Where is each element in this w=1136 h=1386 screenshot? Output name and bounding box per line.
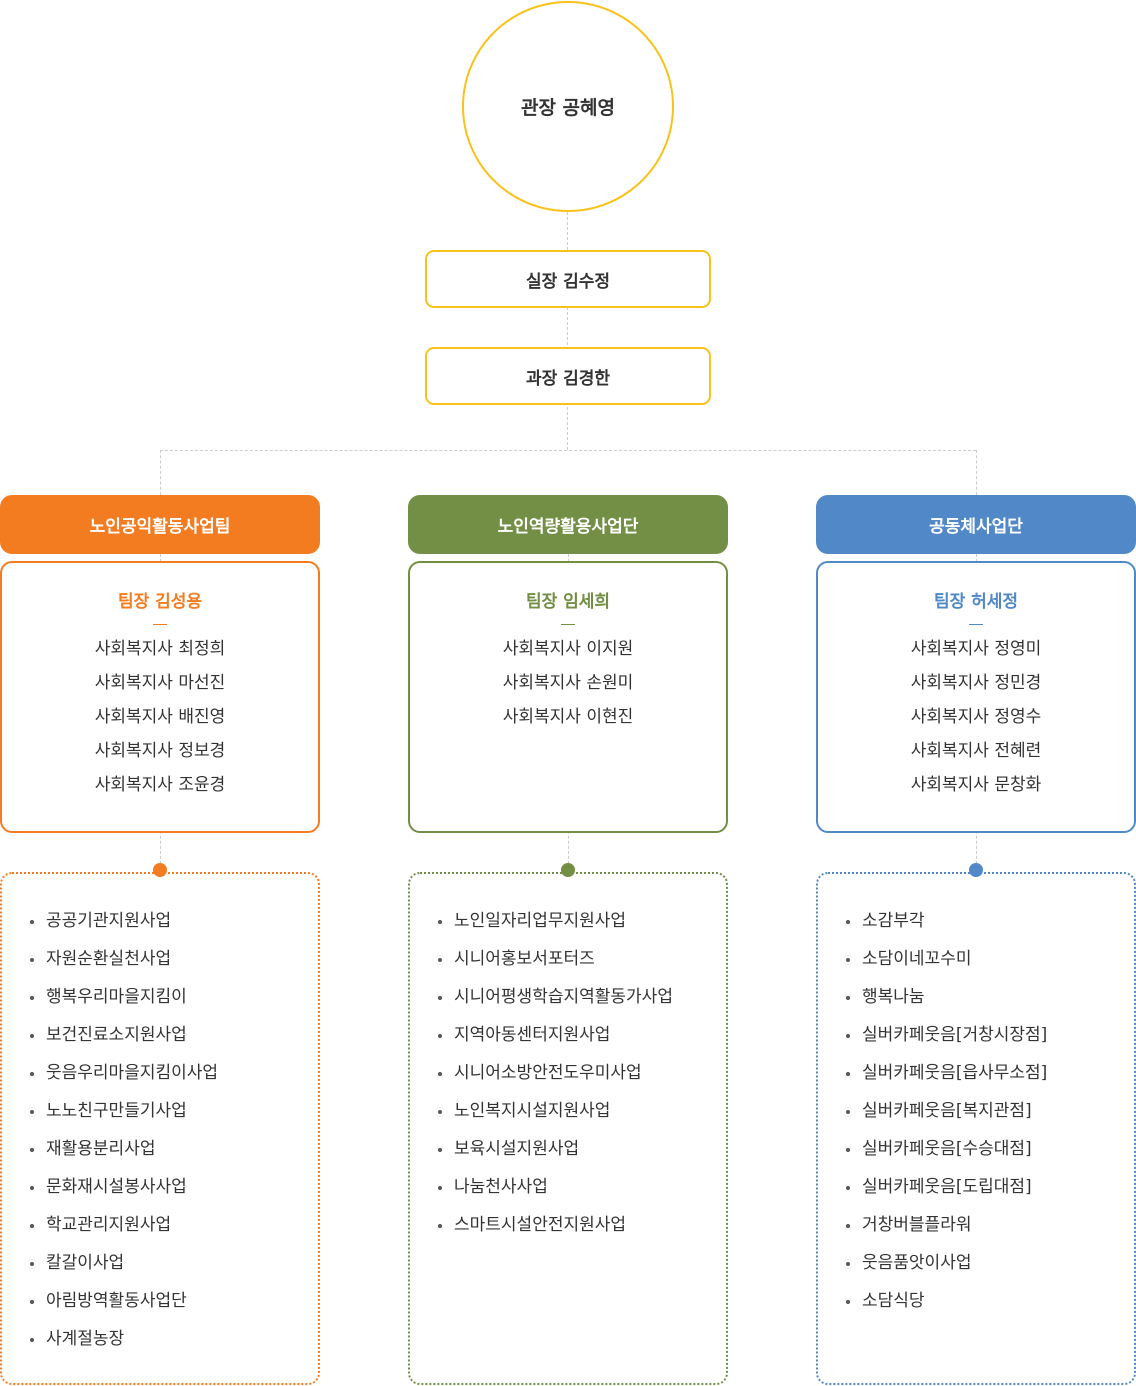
project-item: 나눔천사사업 (410, 1170, 726, 1208)
project-item: 소담이네꼬수미 (818, 942, 1134, 980)
team-member: 사회복지사 마선진 (94, 673, 226, 693)
project-item: 학교관리지원사업 (2, 1208, 318, 1246)
team-member: 사회복지사 정보경 (94, 741, 226, 761)
project-item: 웃음우리마을지킴이사업 (2, 1056, 318, 1094)
team-leader: 팀장 임세희 (525, 592, 611, 612)
connector-dot (153, 863, 167, 877)
connector (160, 450, 976, 451)
project-item: 실버카페웃음[도립대점] (818, 1170, 1134, 1208)
connector-dot (969, 863, 983, 877)
team-header: 노인역량활용사업단 (408, 495, 728, 554)
section-chief-node: 과장 김경한 (425, 347, 711, 405)
project-item: 시니어소방안전도우미사업 (410, 1056, 726, 1094)
project-item: 소담식당 (818, 1284, 1134, 1322)
project-item: 보육시설지원사업 (410, 1132, 726, 1170)
team-header: 공동체사업단 (816, 495, 1136, 554)
project-item: 실버카페웃음[읍사무소점] (818, 1056, 1134, 1094)
team-member: 사회복지사 정민경 (910, 673, 1042, 693)
team-member: 사회복지사 정영미 (910, 639, 1042, 659)
team-member: 사회복지사 최정희 (94, 639, 226, 659)
team-member: 사회복지사 정영수 (910, 707, 1042, 727)
project-item: 웃음품앗이사업 (818, 1246, 1134, 1284)
project-item: 시니어홍보서포터즈 (410, 942, 726, 980)
project-item: 아림방역활동사업단 (2, 1284, 318, 1322)
team-member: 사회복지사 배진영 (94, 707, 226, 727)
project-item: 실버카페웃음[복지관점] (818, 1094, 1134, 1132)
project-item: 시니어평생학습지역활동가사업 (410, 980, 726, 1018)
project-item: 사계절농장 (2, 1322, 318, 1360)
team-member: 사회복지사 조윤경 (94, 775, 226, 795)
project-item: 거창버블플라워 (818, 1208, 1134, 1246)
project-item: 칼갈이사업 (2, 1246, 318, 1284)
team-header: 노인공익활동사업팀 (0, 495, 320, 554)
project-item: 지역아동센터지원사업 (410, 1018, 726, 1056)
connector (976, 450, 977, 495)
project-item: 노인일자리업무지원사업 (410, 904, 726, 942)
project-item: 노인복지시설지원사업 (410, 1094, 726, 1132)
project-item: 소감부각 (818, 904, 1134, 942)
chief-node: 실장 김수정 (425, 250, 711, 308)
project-item: 노노친구만들기사업 (2, 1094, 318, 1132)
project-item: 자원순환실천사업 (2, 942, 318, 980)
divider (561, 624, 575, 625)
project-item: 재활용분리사업 (2, 1132, 318, 1170)
project-item: 행복우리마을지킴이 (2, 980, 318, 1018)
team-leader: 팀장 김성용 (117, 592, 203, 612)
project-item: 공공기관지원사업 (2, 904, 318, 942)
connector-dot (561, 863, 575, 877)
project-item: 행복나눔 (818, 980, 1134, 1018)
project-item: 보건진료소지원사업 (2, 1018, 318, 1056)
connector (160, 450, 161, 495)
divider (153, 624, 167, 625)
divider (969, 624, 983, 625)
team-member: 사회복지사 이지원 (502, 639, 634, 659)
connector (567, 212, 568, 450)
team-member: 사회복지사 이현진 (502, 707, 634, 727)
project-item: 실버카페웃음[수승대점] (818, 1132, 1134, 1170)
team-member: 사회복지사 문창화 (910, 775, 1042, 795)
team-leader: 팀장 허세정 (933, 592, 1019, 612)
project-item: 실버카페웃음[거창시장점] (818, 1018, 1134, 1056)
director-node: 관장 공혜영 (462, 1, 674, 212)
project-item: 스마트시설안전지원사업 (410, 1208, 726, 1246)
project-item: 문화재시설봉사사업 (2, 1170, 318, 1208)
team-member: 사회복지사 전혜련 (910, 741, 1042, 761)
team-member: 사회복지사 손원미 (502, 673, 634, 693)
